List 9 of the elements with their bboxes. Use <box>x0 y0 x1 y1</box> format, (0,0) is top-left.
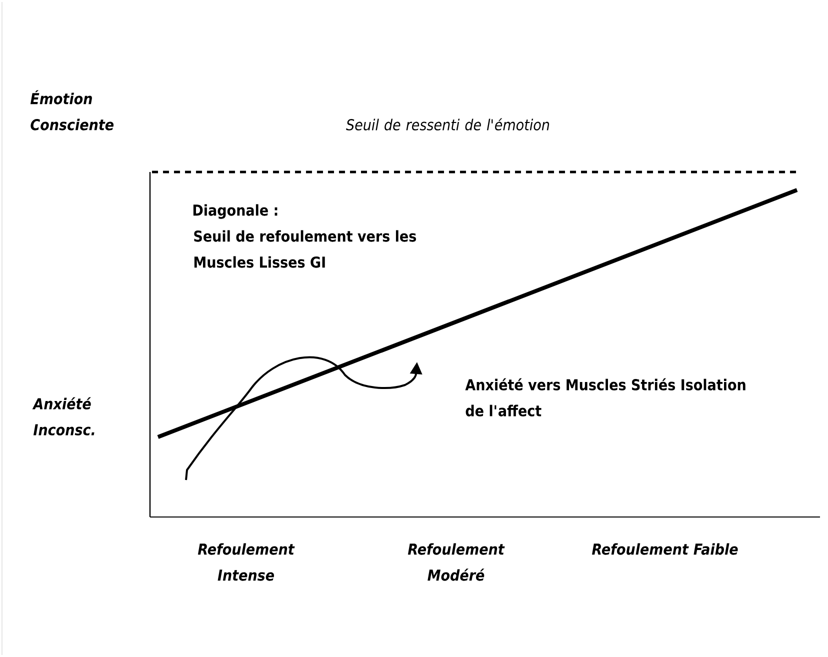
annotation-text: Seuil de refoulement vers les Muscles Lisses GI <box>194 230 416 268</box>
axis-label: Refoulement Faible <box>592 543 738 555</box>
axis-label: Refoulement Modéré <box>408 543 505 581</box>
axis-label: Anxiété Inconsc. <box>32 397 94 436</box>
annotation-heading: Diagonale : <box>193 204 278 219</box>
axis-label: Refoulement Intense <box>198 543 295 581</box>
annotation-text: Anxiété vers Muscles Striés Isolation de l'affect <box>465 378 746 416</box>
axis-label: Émotion Consciente <box>30 90 114 130</box>
threshold-label: Seuil de ressenti de l'émotion <box>346 118 550 130</box>
